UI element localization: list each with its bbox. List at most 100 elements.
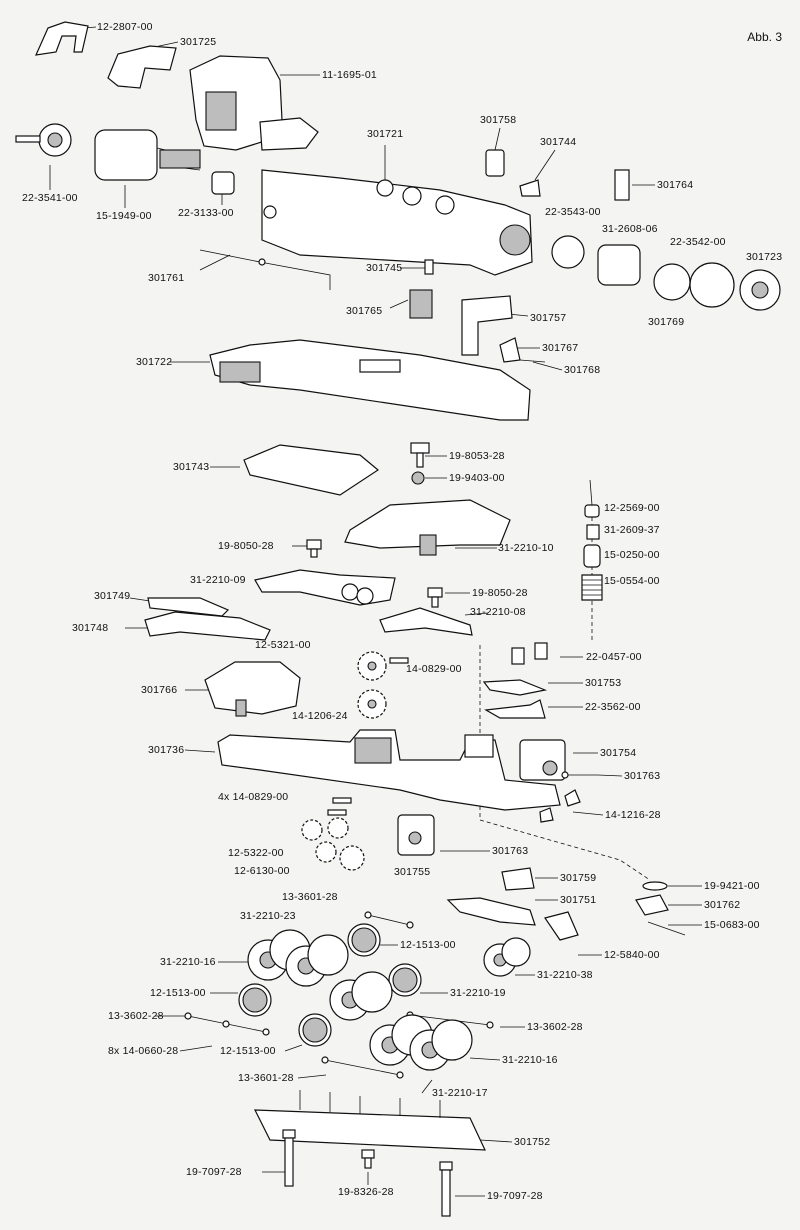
part-label: 301748 bbox=[72, 622, 109, 634]
tyres-12-1513 bbox=[238, 923, 422, 1047]
part-label: 19-8050-28 bbox=[218, 540, 274, 552]
part-label: 31-2210-23 bbox=[240, 910, 296, 922]
part-label: 301749 bbox=[94, 590, 131, 602]
part-label: 301736 bbox=[148, 744, 185, 756]
part-label: 19-7097-28 bbox=[186, 1166, 242, 1178]
part-label: 31-2609-37 bbox=[604, 524, 660, 536]
part-301744 bbox=[519, 179, 541, 197]
wheelset-31-2210-38 bbox=[483, 937, 531, 977]
baseplate-301752 bbox=[254, 1090, 486, 1151]
part-label: 301751 bbox=[560, 894, 597, 906]
valve-gear-31-2210-10 bbox=[344, 499, 511, 556]
part-label: 13-3602-28 bbox=[527, 1021, 583, 1033]
part-label: 12-2569-00 bbox=[604, 502, 660, 514]
part-301764 bbox=[614, 169, 630, 201]
wheelset-31-2210-19 bbox=[329, 971, 393, 1021]
valve-gear-31-2210-09 bbox=[254, 569, 396, 606]
part-label: 8x 14-0660-28 bbox=[108, 1045, 179, 1057]
part-label: 13-3601-28 bbox=[282, 891, 338, 903]
part-label: 14-1206-24 bbox=[292, 710, 348, 722]
part-label: 301755 bbox=[394, 866, 431, 878]
part-label: 22-0457-00 bbox=[586, 651, 642, 663]
part-label: 301753 bbox=[585, 677, 622, 689]
pickup-stack-right bbox=[581, 479, 603, 601]
part-label: 301768 bbox=[564, 364, 601, 376]
part-label: 22-3543-00 bbox=[545, 206, 601, 218]
cab-body bbox=[189, 55, 319, 151]
part-label: 301757 bbox=[530, 312, 567, 324]
part-label: 301744 bbox=[540, 136, 577, 148]
boiler-301721 bbox=[261, 169, 533, 276]
part-label: 301722 bbox=[136, 356, 173, 368]
rod-31-2210-08 bbox=[379, 607, 473, 636]
part-label: 301723 bbox=[746, 251, 783, 263]
part-label: 22-3542-00 bbox=[670, 236, 726, 248]
plate-301748 bbox=[144, 611, 271, 641]
part-label: 12-5840-00 bbox=[604, 949, 660, 961]
figure-label: Abb. 3 bbox=[747, 30, 782, 44]
part-label: 31-2210-19 bbox=[450, 987, 506, 999]
screw-19-8050-a bbox=[306, 539, 322, 558]
part-label: 14-1216-28 bbox=[605, 809, 661, 821]
part-label: 31-2210-16 bbox=[160, 956, 216, 968]
part-label: 12-1513-00 bbox=[400, 939, 456, 951]
part-label: 301759 bbox=[560, 872, 597, 884]
part-label: 301763 bbox=[492, 845, 529, 857]
part-label: 301762 bbox=[704, 899, 741, 911]
part-label: 12-2807-00 bbox=[97, 21, 153, 33]
part-label: 301743 bbox=[173, 461, 210, 473]
part-label: 301754 bbox=[600, 747, 637, 759]
part-301755 bbox=[397, 814, 460, 856]
part-label: 12-5322-00 bbox=[228, 847, 284, 859]
pins-301763-14-1216 bbox=[539, 771, 598, 823]
part-label: 19-7097-28 bbox=[487, 1190, 543, 1202]
part-label: 15-1949-00 bbox=[96, 210, 152, 222]
cab-roof-part bbox=[35, 21, 89, 56]
rods-13-3602 bbox=[184, 1011, 494, 1036]
pickup-301759-301751 bbox=[446, 867, 536, 926]
small-gears-12-5322 bbox=[301, 797, 365, 871]
part-label: 19-8050-28 bbox=[472, 587, 528, 599]
rod-13-3601-bottom bbox=[321, 1056, 404, 1079]
part-label: 31-2210-16 bbox=[502, 1054, 558, 1066]
part-label: 14-0829-00 bbox=[406, 663, 462, 675]
motor-15-1949 bbox=[94, 129, 201, 181]
part-label: 13-3602-28 bbox=[108, 1010, 164, 1022]
wheelset-left bbox=[247, 929, 349, 987]
part-label: 15-0554-00 bbox=[604, 575, 660, 587]
part-label: 13-3601-28 bbox=[238, 1072, 294, 1084]
part-301766 bbox=[204, 661, 301, 717]
part-label: 12-6130-00 bbox=[234, 865, 290, 877]
part-label: 301764 bbox=[657, 179, 694, 191]
part-label: 31-2210-17 bbox=[432, 1087, 488, 1099]
part-label: 12-1513-00 bbox=[220, 1045, 276, 1057]
part-label: 22-3541-00 bbox=[22, 192, 78, 204]
plate-301749 bbox=[147, 597, 230, 617]
screw-19-8050-b bbox=[427, 587, 443, 608]
part-label: 301752 bbox=[514, 1136, 551, 1148]
screw-19-8053 bbox=[410, 442, 430, 485]
part-12-5840 bbox=[544, 911, 579, 941]
cab-part-301725 bbox=[107, 45, 177, 89]
part-label: 301758 bbox=[480, 114, 517, 126]
part-label: 19-8053-28 bbox=[449, 450, 505, 462]
part-label: 301765 bbox=[346, 305, 383, 317]
part-label: 31-2210-10 bbox=[498, 542, 554, 554]
part-label: 22-3133-00 bbox=[178, 207, 234, 219]
part-label: 19-8326-28 bbox=[338, 1186, 394, 1198]
motor-mount-22-3541 bbox=[15, 123, 72, 157]
part-label: 19-9421-00 bbox=[704, 880, 760, 892]
part-label: 22-3562-00 bbox=[585, 701, 641, 713]
part-label: 15-0250-00 bbox=[604, 549, 660, 561]
part-label: 31-2210-08 bbox=[470, 606, 526, 618]
part-label: 19-9403-00 bbox=[449, 472, 505, 484]
frame-301722 bbox=[209, 339, 531, 421]
wire-301761 bbox=[199, 249, 331, 290]
part-label: 11-1695-01 bbox=[322, 69, 377, 81]
screws-19-7097-19-8326 bbox=[282, 1129, 453, 1217]
part-label: 31-2210-38 bbox=[537, 969, 593, 981]
part-label: 301745 bbox=[366, 262, 403, 274]
smokebox-parts bbox=[551, 235, 781, 311]
